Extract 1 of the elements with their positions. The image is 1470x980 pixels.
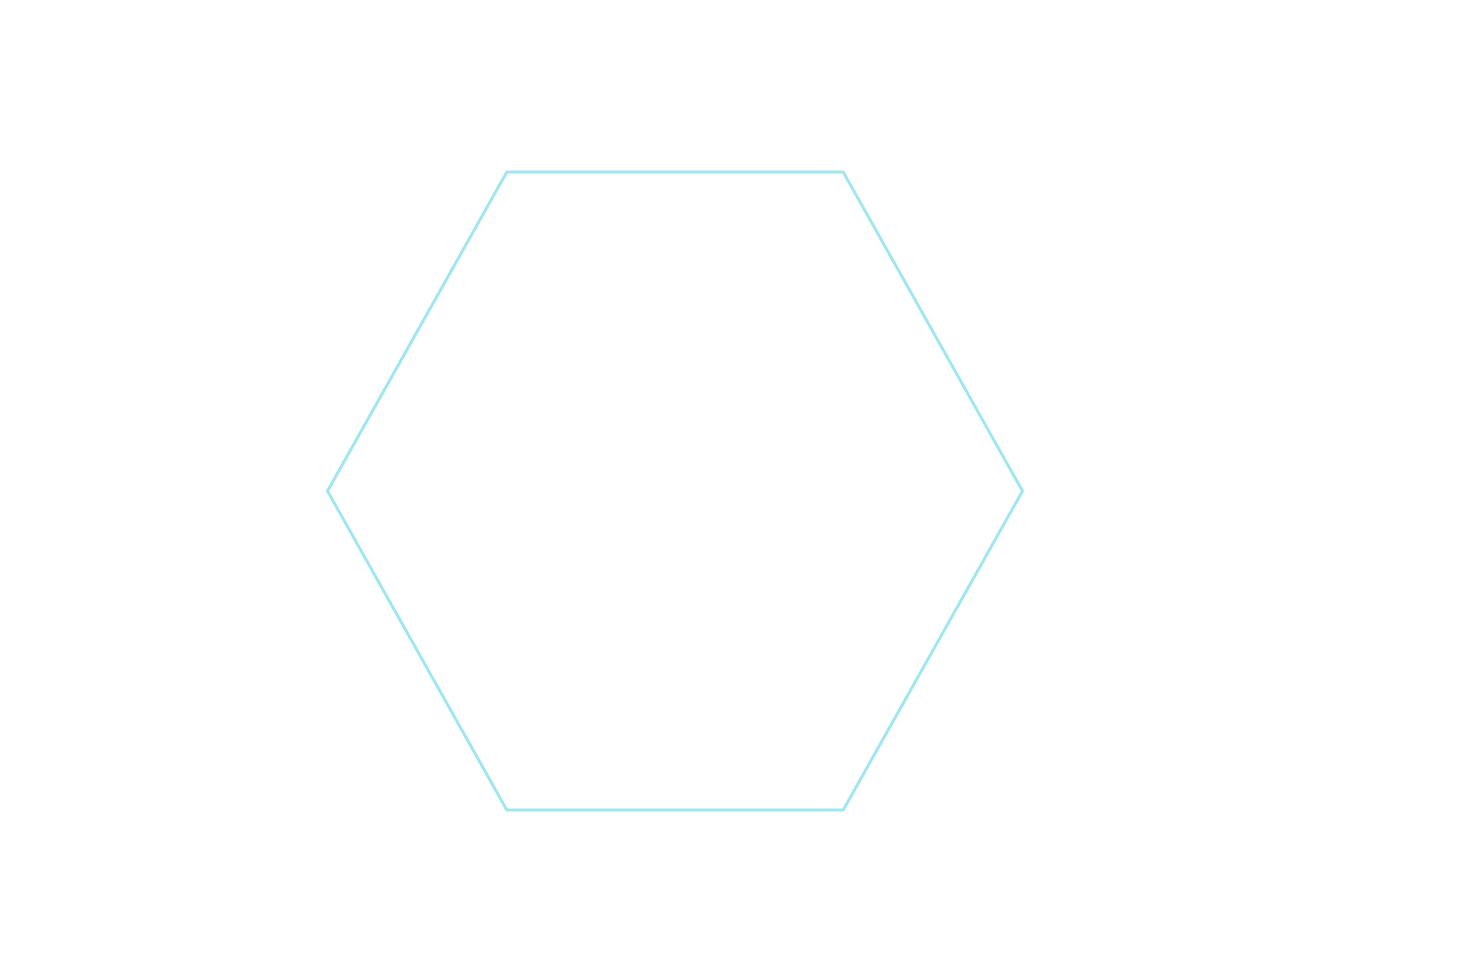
hexagon-outline [326,170,1024,812]
